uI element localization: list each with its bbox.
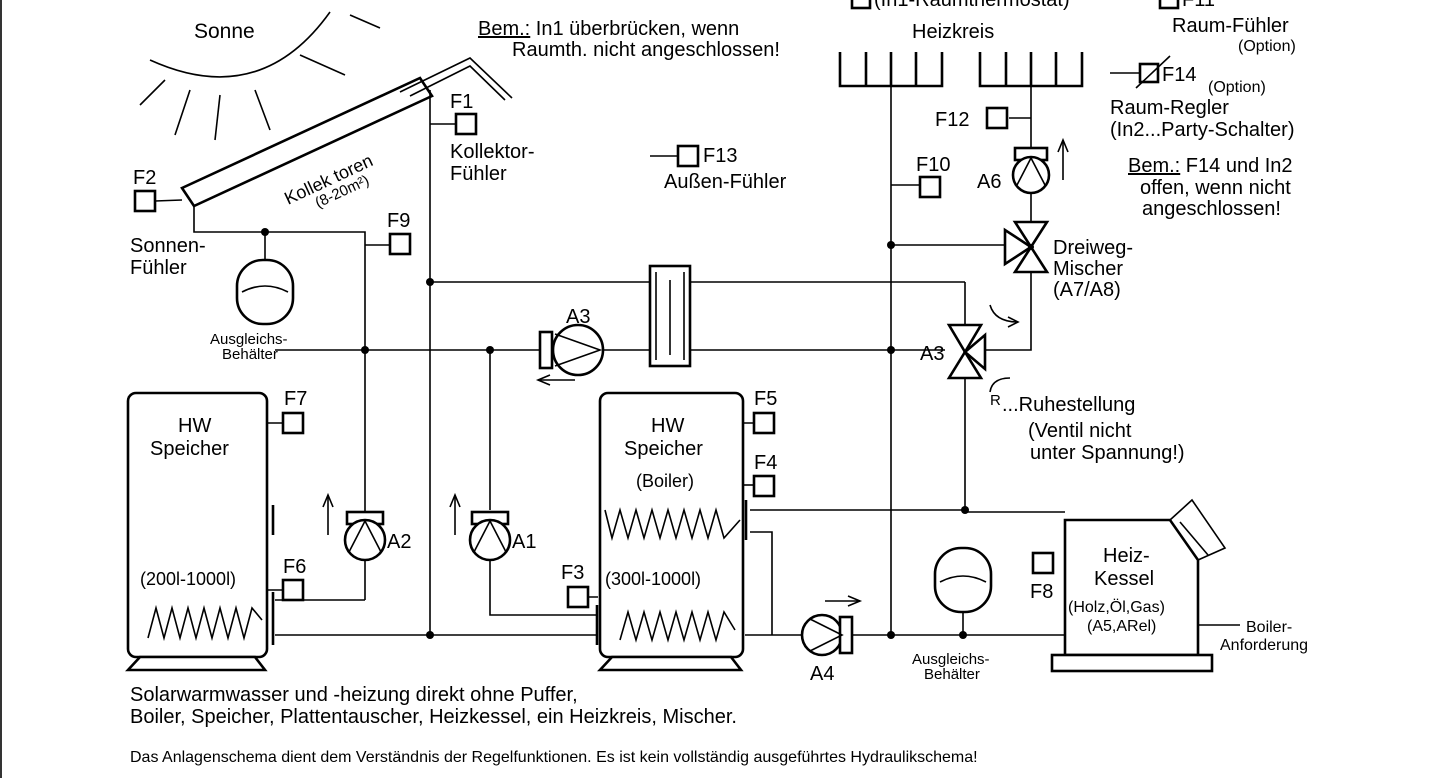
a4-label: A4 [810,663,834,685]
f8-label: F8 [1030,581,1053,603]
ausgleich1-label-1: Ausgleichs- [210,331,288,348]
sun-label: Sonne [194,20,255,43]
sensor-f12 [985,106,1009,130]
ausgleich1-label-2: Behälter [222,346,278,363]
a3-valve-label: A3 [920,343,944,365]
sensor-f1 [454,112,478,136]
a1-label: A1 [512,531,536,553]
hw1-label-2: Speicher [150,438,229,460]
radiator-left [838,52,944,88]
sensor-f7 [281,411,305,435]
sensor-f6 [281,578,305,602]
raum-fuehler-label: Raum-Fühler [1172,15,1289,37]
f4-label: F4 [754,452,777,474]
hw1-label-1: HW [178,415,211,437]
f12-label: F12 [935,109,969,131]
f9-label: F9 [387,210,410,232]
raum-regler-sub: (In2...Party-Schalter) [1110,119,1295,141]
caption-line-2: Boiler, Speicher, Plattentauscher, Heizk… [130,706,737,728]
bem2-line3: angeschlossen! [1142,198,1281,220]
kollektor-fuehler-label-2: Fühler [450,163,507,185]
pump-a6 [1011,146,1051,195]
bem2-line1: Bem.: F14 und In2 [1128,155,1293,177]
ausgleich2-label-2: Behälter [924,666,980,683]
bem1-line1: Bem.: In1 überbrücken, wenn [478,18,739,40]
sun-icon [139,11,381,141]
kollektor-fuehler-label-1: Kollektor- [450,141,534,163]
sensor-f9 [388,232,412,256]
sensor-f8 [1031,551,1055,575]
expansion-tank-2 [933,546,993,614]
f14-option: (Option) [1208,79,1266,96]
boiler-label: (Boiler) [636,471,694,491]
f7-label: F7 [284,388,307,410]
boiler-anf-label-2: Anforderung [1220,637,1308,654]
sonnen-fuehler-label-2: Fühler [130,257,187,279]
sensor-f13 [676,144,700,168]
three-way-mixer [1003,220,1050,274]
hw-tank-1 [125,391,275,672]
a2-label: A2 [387,531,411,553]
boiler-heater [1050,498,1227,673]
collector-panel [180,57,513,208]
f10-label: F10 [916,154,950,176]
ruhe-label: ...Ruhestellung [1002,394,1135,416]
pump-a4 [800,613,854,657]
cap2-label: (300l-1000l) [605,569,701,589]
ventil-label-2: unter Spannung!) [1030,442,1185,464]
sensor-f4 [752,474,776,498]
footer-note: Das Anlagenschema dient dem Verständnis … [130,749,978,766]
expansion-tank-1 [235,258,295,326]
bem1-line2: Raumth. nicht angeschlossen! [512,39,780,61]
sensor-f14 [1138,62,1160,84]
f5-label: F5 [754,388,777,410]
raum-fuehler-option: (Option) [1238,38,1296,55]
hw2-label-2: Speicher [624,438,703,460]
f14-label: F14 [1162,64,1196,86]
a6-label: A6 [977,171,1001,193]
hw-tank-2 [595,391,748,672]
f6-label: F6 [283,556,306,578]
f3-label: F3 [561,562,584,584]
junction-dots [261,228,969,639]
sensor-f11 [1158,0,1180,10]
hw2-label-1: HW [651,415,684,437]
in1-label: (In1-Raumthermostat) [874,0,1070,11]
dreiweg-label-1: Dreiweg- [1053,237,1133,259]
ventil-label-1: (Ventil nicht [1028,420,1132,442]
f11-label: F11 [1182,0,1215,11]
heiz-label-1: Heiz- [1103,545,1150,567]
f2-label: F2 [133,167,156,189]
aussen-fuehler-label: Außen-Fühler [664,171,787,193]
sonnen-fuehler-label-1: Sonnen- [130,235,206,257]
sensor-f3 [566,585,590,609]
a3-pump-label: A3 [566,306,590,328]
pump-a2 [343,510,387,562]
ausgleich2-label-1: Ausgleichs- [912,651,990,668]
r-label: R [990,392,1001,409]
sensor-f2 [133,189,157,213]
boiler-anf-label-1: Boiler- [1246,619,1292,636]
heizkreis-label: Heizkreis [912,21,994,43]
raum-regler-label: Raum-Regler [1110,97,1229,119]
sensor-f5 [752,411,776,435]
radiator-right [978,52,1084,88]
valve-a3 [946,323,987,380]
caption-line-1: Solarwarmwasser und -heizung direkt ohne… [130,684,578,706]
dreiweg-label-2: Mischer [1053,258,1123,280]
a5-label: (A5,ARel) [1087,618,1156,635]
pump-a3 [538,323,605,377]
sensor-f10 [918,175,942,199]
cap1-label: (200l-1000l) [140,569,236,589]
f13-label: F13 [703,145,737,167]
plate-heat-exchanger [648,264,692,368]
dreiweg-label-3: (A7/A8) [1053,279,1121,301]
f1-label: F1 [450,91,473,113]
heiz-label-2: Kessel [1094,568,1154,590]
sensor-in1 [850,0,872,10]
bem2-line2: offen, wenn nicht [1140,177,1291,199]
fuel-label: (Holz,Öl,Gas) [1068,598,1165,616]
pump-a1 [468,510,512,562]
